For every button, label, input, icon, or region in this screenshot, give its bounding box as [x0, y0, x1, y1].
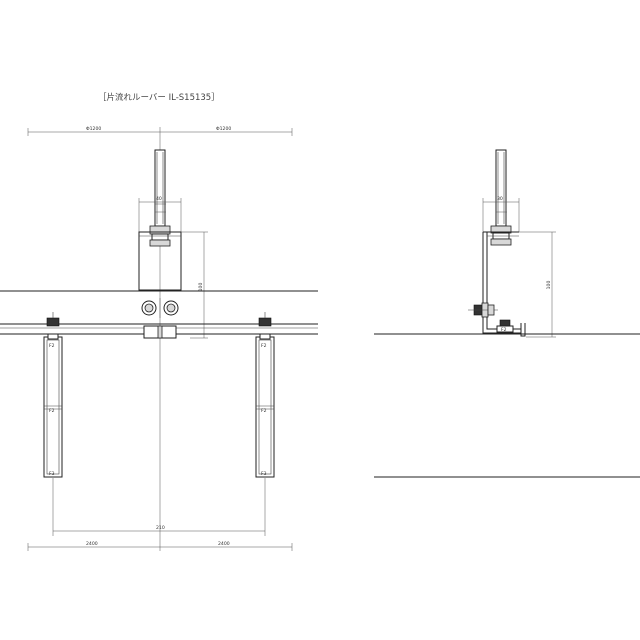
- top-dimension: Φ1200 Φ1200: [27, 126, 293, 137]
- label-side-clip: F2: [501, 327, 507, 333]
- dim-hanger-height-front: 100: [198, 283, 204, 292]
- dim-bottom-left: 2400: [86, 541, 98, 547]
- label-front-mid-left: F2: [49, 408, 55, 414]
- label-front-top-right: F2: [261, 343, 267, 349]
- label-front-bot-left: F3: [49, 471, 55, 477]
- drawing-title: ［片流れルーバー IL-S15135］: [98, 92, 220, 103]
- front-view: Φ1200 Φ1200 40: [0, 126, 318, 551]
- dim-bolt-width-front: 40: [156, 196, 162, 202]
- dim-louver-span: 210: [156, 525, 165, 531]
- dim-top-left: Φ1200: [86, 126, 101, 132]
- side-height-dimension: 100: [519, 231, 556, 338]
- hanger-height-dimension: 100: [181, 231, 208, 339]
- dim-bottom-right: 2400: [218, 541, 230, 547]
- bolt-width-dimension: 40: [138, 196, 182, 232]
- louver-blade-right: F2 F2 F3: [255, 312, 275, 478]
- bottom-dimension: 2400 2400: [27, 538, 293, 551]
- label-front-bot-right: F3: [261, 471, 267, 477]
- bracket-bolts: [141, 298, 179, 318]
- dim-hanger-height-side: 100: [546, 281, 552, 290]
- side-bottom-clip: F2: [496, 319, 514, 333]
- side-clip-bolt: [468, 302, 498, 318]
- louver-blade-left: F2 F2 F3: [43, 312, 63, 478]
- dim-bolt-width-side: 30: [497, 196, 503, 202]
- label-front-mid-right: F2: [261, 408, 267, 414]
- dim-top-right: Φ1200: [216, 126, 231, 132]
- hanging-bolt: [149, 149, 171, 247]
- hanger-bracket: [138, 231, 182, 291]
- bolt-nut: [149, 225, 171, 235]
- side-view: 30 F2 100: [374, 149, 640, 478]
- side-bolt-width-dimension: 30: [482, 196, 520, 232]
- label-front-top-left: F2: [49, 343, 55, 349]
- louver-span-dimension: 210: [52, 478, 266, 536]
